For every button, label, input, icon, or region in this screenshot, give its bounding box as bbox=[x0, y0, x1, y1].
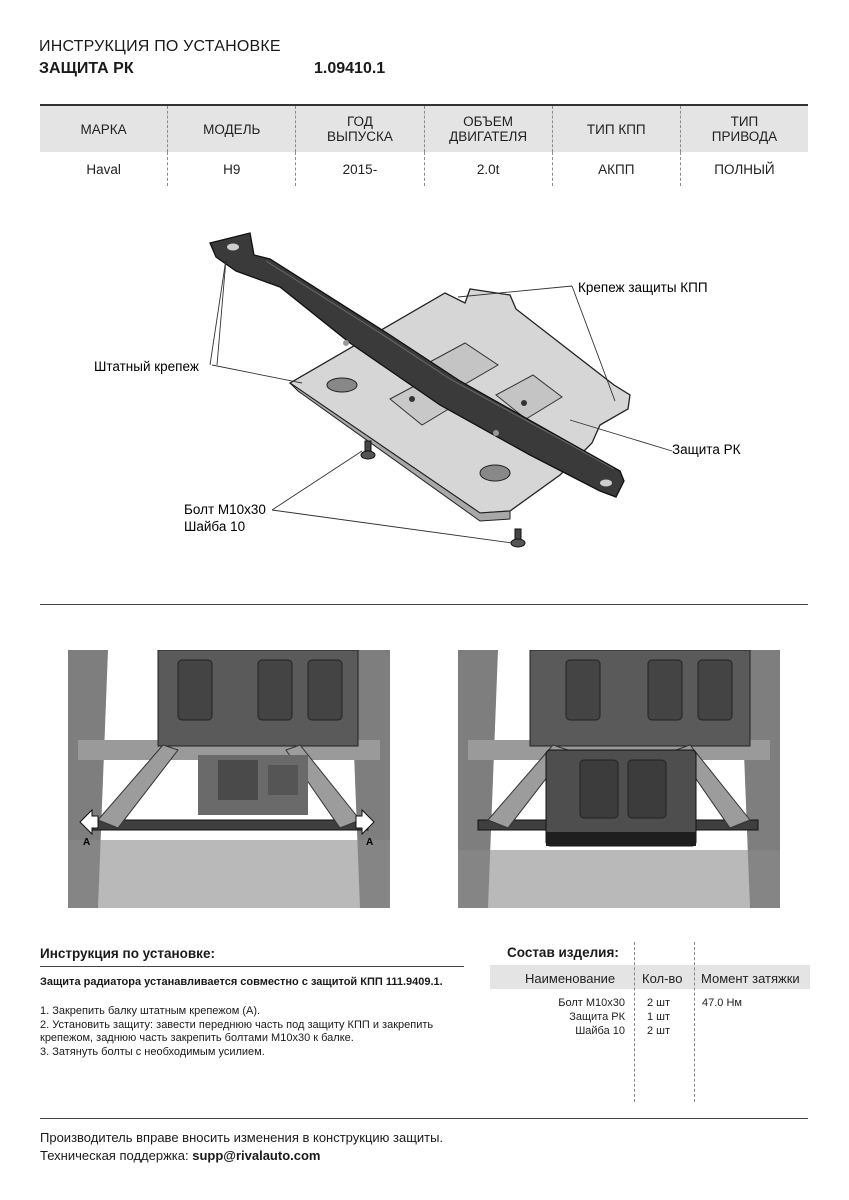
footer-support: Техническая поддержка: supp@rivalauto.co… bbox=[40, 1148, 320, 1163]
product-name: ЗАЩИТА РК bbox=[39, 60, 134, 77]
spec-header-engine: ОБЪЕМ ДВИГАТЕЛЯ bbox=[425, 106, 553, 152]
cross-beam bbox=[209, 232, 625, 498]
document-title: ИНСТРУКЦИЯ ПО УСТАНОВКЕ bbox=[39, 38, 281, 55]
instruction-step: 1. Закрепить балку штатным крепежом (А). bbox=[40, 1005, 261, 1017]
spec-header-text: ОБЪЕМ ДВИГАТЕЛЯ bbox=[449, 114, 528, 144]
composition-qty: 2 шт bbox=[647, 997, 671, 1009]
spec-value-drive: ПОЛНЫЙ bbox=[714, 161, 775, 177]
composition-torque: 47.0 Нм bbox=[702, 997, 742, 1009]
support-label: Техническая поддержка: bbox=[40, 1148, 189, 1163]
spec-value-engine: 2.0t bbox=[425, 152, 553, 186]
leader-lines bbox=[209, 258, 673, 544]
underbody-photo-after bbox=[458, 650, 780, 908]
exploded-diagram: Крепеж защиты КПП Штатный крепеж Защита … bbox=[94, 232, 741, 548]
callout-guard: Защита РК bbox=[672, 442, 741, 457]
composition-header-name: Наименование bbox=[525, 971, 616, 986]
spec-table-row: Haval H9 2015- 2.0t АКПП ПОЛНЫЙ bbox=[40, 152, 808, 186]
spec-header-text: МОДЕЛЬ bbox=[203, 121, 261, 137]
bolt-left bbox=[360, 440, 376, 460]
composition-name: Защита РК bbox=[569, 1011, 625, 1023]
callout-gearbox-fastener: Крепеж защиты КПП bbox=[578, 280, 708, 295]
spec-header-text: ГОД ВЫПУСКА bbox=[327, 114, 393, 144]
spec-header-gearbox: ТИП КПП bbox=[553, 106, 681, 152]
composition-names: Болт М10х30 Защита РК Шайба 10 bbox=[490, 996, 625, 1038]
support-email[interactable]: supp@rivalauto.com bbox=[192, 1148, 321, 1163]
bolt-right bbox=[510, 528, 526, 548]
spec-value-year: 2015- bbox=[296, 152, 425, 186]
marker-a-left: A bbox=[83, 837, 90, 848]
composition-title: Состав изделия: bbox=[507, 945, 619, 960]
spec-table-top-rule bbox=[40, 104, 808, 106]
footer-note: Производитель вправе вносить изменения в… bbox=[40, 1130, 444, 1145]
instructions-steps: 1. Закрепить балку штатным крепежом (А).… bbox=[40, 1005, 460, 1059]
instructions-note: Защита радиатора устанавливается совмест… bbox=[40, 976, 443, 988]
callout-washer: Шайба 10 bbox=[184, 519, 245, 534]
composition-name: Шайба 10 bbox=[575, 1025, 625, 1037]
composition-quantities: 2 шт 1 шт 2 шт bbox=[647, 996, 670, 1038]
spec-header-drive: ТИП ПРИВОДА bbox=[681, 106, 808, 152]
spec-header-model: МОДЕЛЬ bbox=[168, 106, 297, 152]
spec-value-brand: Haval bbox=[40, 152, 169, 186]
section-divider bbox=[40, 604, 808, 605]
composition-qty: 2 шт bbox=[647, 1025, 671, 1037]
spec-header-year: ГОД ВЫПУСКА bbox=[296, 106, 425, 152]
spec-header-text: ТИП ПРИВОДА bbox=[711, 114, 778, 144]
spec-header-brand: МАРКА bbox=[40, 106, 169, 152]
marker-a-right: A bbox=[366, 837, 373, 848]
instructions-rule bbox=[40, 966, 464, 967]
footer-divider bbox=[40, 1118, 808, 1119]
composition-divider bbox=[694, 942, 695, 1102]
composition-header-qty: Кол-во bbox=[642, 971, 683, 986]
instruction-step: 2. Установить защиту: завести переднюю ч… bbox=[40, 1018, 434, 1045]
composition-qty: 1 шт bbox=[647, 1011, 671, 1023]
instruction-step: 3. Затянуть болты с необходимым усилием. bbox=[40, 1045, 265, 1058]
spec-table-header: МАРКА МОДЕЛЬ ГОД ВЫПУСКА ОБЪЕМ ДВИГАТЕЛЯ… bbox=[40, 106, 808, 152]
callout-standard-fastener: Штатный крепеж bbox=[94, 359, 199, 374]
composition-name: Болт М10х30 bbox=[558, 997, 625, 1009]
instructions-title: Инструкция по установке: bbox=[40, 946, 215, 961]
composition-divider bbox=[634, 942, 635, 1102]
composition-header-torque: Момент затяжки bbox=[701, 971, 800, 986]
composition-torques: 47.0 Нм bbox=[702, 996, 742, 1010]
spec-value-model: H9 bbox=[168, 152, 297, 186]
product-code: 1.09410.1 bbox=[314, 60, 386, 77]
callout-bolt: Болт М10х30 bbox=[184, 502, 266, 517]
composition-header bbox=[490, 965, 810, 989]
underbody-photo-before: A A bbox=[68, 650, 390, 908]
spec-value-gearbox: АКПП bbox=[553, 152, 681, 186]
spec-header-text: МАРКА bbox=[80, 121, 127, 137]
spec-header-text: ТИП КПП bbox=[586, 121, 646, 137]
